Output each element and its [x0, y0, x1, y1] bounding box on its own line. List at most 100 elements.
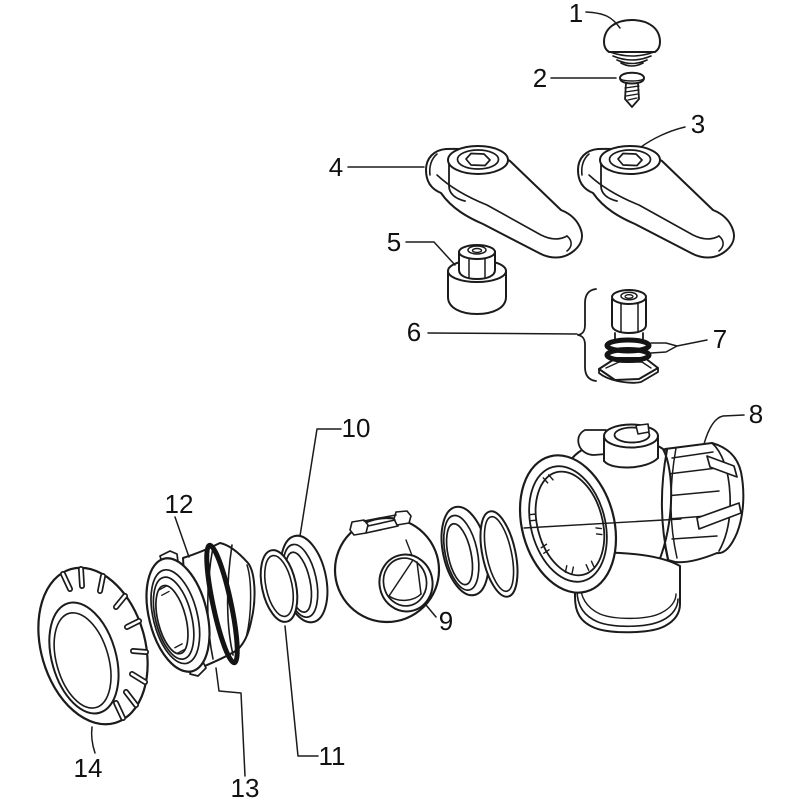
part-11-o-ring: [259, 549, 299, 623]
leader-14: [90, 726, 96, 754]
cap-ridge: [609, 51, 655, 57]
part-label-9: 9: [439, 606, 453, 636]
part-label-11: 11: [319, 741, 346, 771]
port-socket-lip: [579, 581, 677, 620]
part-3-handle: [577, 145, 735, 259]
leader-10: [299, 428, 342, 537]
union-cap-inner-arc: [711, 442, 731, 552]
slot-rail: [367, 519, 396, 527]
leader-1: [585, 11, 621, 29]
cap-ridge: [612, 55, 652, 61]
part-label-3: 3: [691, 109, 705, 139]
nut-face: [48, 601, 120, 715]
stem-hole: [624, 294, 634, 299]
port-socket-lip: [576, 589, 679, 628]
ball-bore-internal-wall: [388, 559, 422, 602]
ring-bore: [534, 470, 606, 577]
nut-bore: [53, 611, 112, 709]
part-label-13: 13: [231, 773, 260, 800]
o-ring-outer: [259, 549, 299, 623]
body-mold-seam: [523, 518, 682, 529]
part-2-screw: [619, 71, 645, 108]
part-8-valve-body: [518, 423, 745, 634]
leader-7: [650, 339, 708, 354]
body-union-junction-arc: [660, 449, 669, 560]
leader-6: [427, 332, 578, 335]
part-label-7: 7: [713, 324, 727, 354]
part-label-2: 2: [533, 63, 547, 93]
leader-12: [174, 516, 190, 558]
part-4-handle: [425, 145, 583, 259]
boss-collar-bottom: [603, 457, 659, 469]
part-1-handle-cap: [603, 19, 661, 67]
boss-ear: [577, 429, 607, 456]
bushing-hole: [471, 247, 483, 254]
leader-5: [405, 241, 456, 266]
screw-thread: [627, 97, 638, 101]
cap-ridge: [620, 62, 644, 67]
boss-keyway-notch: [635, 423, 650, 435]
slot-left-pad: [349, 519, 369, 536]
ball-seat-right: [440, 505, 490, 597]
screw-head: [619, 71, 645, 85]
ball-stem-slot: [349, 510, 412, 536]
part-6-group-brace: [577, 288, 597, 382]
leader-9: [425, 604, 437, 618]
ball-bore-inner: [382, 557, 428, 607]
part-14-union-nut: [37, 566, 149, 726]
union-facet-line: [671, 535, 718, 540]
body-union-end: [660, 442, 745, 564]
flange-bore: [155, 584, 189, 655]
o-ring-right: [479, 510, 519, 598]
union-facet-line: [671, 451, 714, 459]
connector-socket-lip: [245, 564, 252, 639]
part-label-12: 12: [165, 489, 194, 519]
connector-groove-shoulder: [226, 544, 234, 656]
part-6-stem-assembly: [598, 289, 659, 384]
cap-ridge: [616, 59, 648, 65]
connector-flange: [145, 557, 211, 673]
ring-thread-tabs: [528, 474, 603, 575]
seat-bore: [445, 522, 474, 586]
part-9-ball: [333, 510, 441, 624]
part-label-4: 4: [329, 152, 343, 182]
body-union-junction-arc: [670, 447, 678, 559]
union-lug: [696, 502, 742, 530]
flange-bore-tabs: [158, 585, 186, 654]
part-label-6: 6: [407, 317, 421, 347]
leader-11: [284, 625, 319, 757]
part-labels: 1 2 3 4 5 6 7 8 9 10 11 12 13 14: [74, 0, 764, 800]
union-facet-line: [667, 467, 718, 475]
part-label-14: 14: [74, 753, 103, 783]
slot-rail: [363, 514, 397, 522]
body-front-ring: [518, 454, 618, 594]
leader-8: [703, 414, 745, 445]
slot-rail: [365, 525, 399, 534]
cap-dome: [603, 19, 661, 53]
o-ring-inner: [263, 554, 295, 618]
union-lug: [706, 455, 738, 478]
screw-thread: [625, 93, 639, 97]
connector-groove-shoulder: [206, 546, 214, 660]
part-label-10: 10: [342, 413, 371, 443]
union-facet-line: [665, 490, 720, 497]
o-ring-inner: [483, 515, 515, 593]
part-13-connector-o-ring: [204, 542, 240, 666]
part-7-stem-o-ring: [604, 347, 652, 363]
nut-ribs: [60, 566, 149, 721]
screw-thread: [624, 89, 640, 93]
o-ring-outer: [479, 510, 519, 598]
screw-thread: [624, 85, 640, 89]
part-label-5: 5: [387, 227, 401, 257]
leader-13: [215, 667, 246, 777]
part-5-stem-bushing: [447, 244, 507, 315]
slot-right-pad: [393, 510, 412, 526]
part-label-8: 8: [749, 399, 763, 429]
leader-3: [640, 126, 686, 148]
leader-lines: [90, 11, 745, 777]
part-label-1: 1: [569, 0, 583, 28]
part-12-end-connector: [145, 542, 256, 677]
screw-head-base: [619, 77, 645, 82]
